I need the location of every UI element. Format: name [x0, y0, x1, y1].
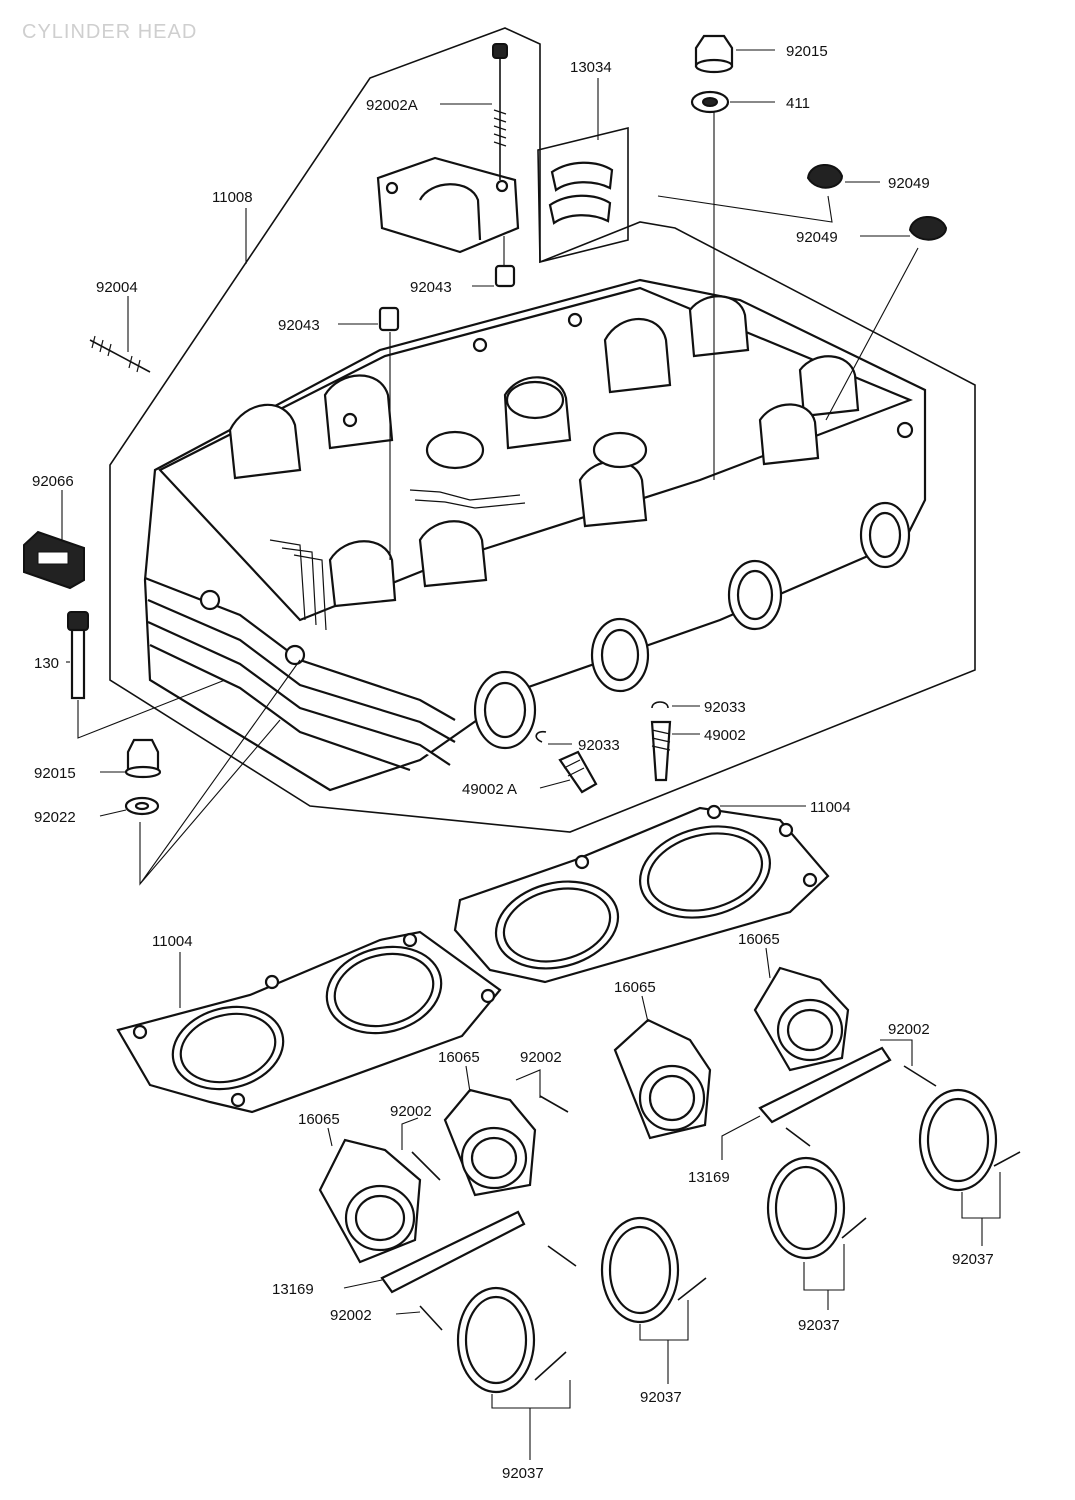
bracket-13169-a — [380, 1210, 526, 1294]
screw-92002-d — [903, 1065, 937, 1087]
plug-92015-left — [124, 738, 162, 779]
label-92015-top: 92015 — [786, 43, 828, 60]
label-92033-upper: 92033 — [704, 699, 746, 716]
cap-92049-lower — [908, 216, 948, 241]
label-16065-c: 16065 — [614, 979, 656, 996]
label-411: 411 — [786, 95, 810, 112]
label-16065-d: 16065 — [738, 931, 780, 948]
screw-92002-a — [411, 1151, 441, 1181]
cover-92066 — [23, 530, 85, 590]
label-92066: 92066 — [32, 473, 74, 490]
head-gasket-left — [116, 930, 502, 1114]
assembly-boundary-outline — [109, 27, 976, 833]
washer-411 — [690, 90, 730, 114]
label-92037-mid: 92037 — [640, 1389, 682, 1406]
label-16065-a: 16065 — [298, 1111, 340, 1128]
label-13034: 13034 — [570, 59, 612, 76]
clamp-92037-b — [600, 1216, 707, 1324]
label-130: 130 — [34, 655, 59, 672]
label-92002-right: 92002 — [888, 1021, 930, 1038]
label-92004: 92004 — [96, 279, 138, 296]
intake-holder-16065-a — [318, 1138, 422, 1264]
part-labels: 13034 92015 411 92049 92049 92002A 11008… — [32, 43, 994, 1482]
screw-92002-e — [547, 1245, 577, 1267]
label-92033-lower: 92033 — [578, 737, 620, 754]
leader-lines — [61, 49, 1001, 1460]
label-92002-bottom: 92002 — [330, 1307, 372, 1324]
diagram-title: CYLINDER HEAD — [22, 21, 197, 43]
valve-guide-49002A — [558, 750, 598, 794]
valve-guide-49002 — [650, 720, 672, 782]
cylinder-head — [143, 278, 927, 792]
camshaft-cap — [376, 156, 520, 254]
label-92049-lower: 92049 — [796, 229, 838, 246]
label-92002A: 92002A — [366, 97, 418, 114]
circlip-92033-b — [535, 730, 547, 743]
head-gasket-right — [453, 804, 830, 984]
stud-92002A — [492, 43, 508, 180]
clamp-92037-c — [766, 1156, 867, 1260]
label-92049-upper: 92049 — [888, 175, 930, 192]
label-49002: 49002 — [704, 727, 746, 744]
label-92037-bottom: 92037 — [502, 1465, 544, 1482]
intake-holder-16065-b — [443, 1088, 537, 1197]
label-92015-left: 92015 — [34, 765, 76, 782]
screw-92002-b — [539, 1095, 569, 1113]
label-11004-left: 11004 — [152, 933, 193, 950]
label-92043-cap: 92043 — [410, 279, 452, 296]
clamp-92037-a — [456, 1286, 567, 1394]
label-92043-left: 92043 — [278, 317, 320, 334]
label-92002-upper-mid: 92002 — [520, 1049, 562, 1066]
intake-holder-16065-d — [753, 966, 850, 1072]
label-13169-right: 13169 — [688, 1169, 730, 1186]
dowel-92043-b — [378, 306, 400, 332]
label-92037-mid-right: 92037 — [798, 1317, 840, 1334]
cap-92049-upper — [806, 164, 844, 189]
clamp-92037-d — [918, 1088, 1021, 1192]
plug-92015-top — [694, 34, 734, 74]
bracket-13169-b — [758, 1046, 892, 1124]
label-11008: 11008 — [212, 189, 253, 206]
bearing-insert-13034 — [537, 126, 629, 264]
stud-92004 — [89, 335, 151, 373]
circlip-92033-a — [651, 701, 669, 709]
dowel-92043-a — [494, 264, 516, 288]
label-11004-right: 11004 — [810, 799, 851, 816]
label-92022: 92022 — [34, 809, 76, 826]
washer-92022 — [124, 796, 160, 816]
label-92002-left: 92002 — [390, 1103, 432, 1120]
label-13169-left: 13169 — [272, 1281, 314, 1298]
label-16065-b: 16065 — [438, 1049, 480, 1066]
intake-holder-16065-c — [613, 1018, 712, 1140]
screw-92002-f — [785, 1127, 811, 1147]
screw-92002-c — [419, 1305, 443, 1331]
label-92037-right: 92037 — [952, 1251, 994, 1268]
label-49002A: 49002 A — [462, 781, 517, 798]
bolt-130 — [67, 611, 89, 700]
